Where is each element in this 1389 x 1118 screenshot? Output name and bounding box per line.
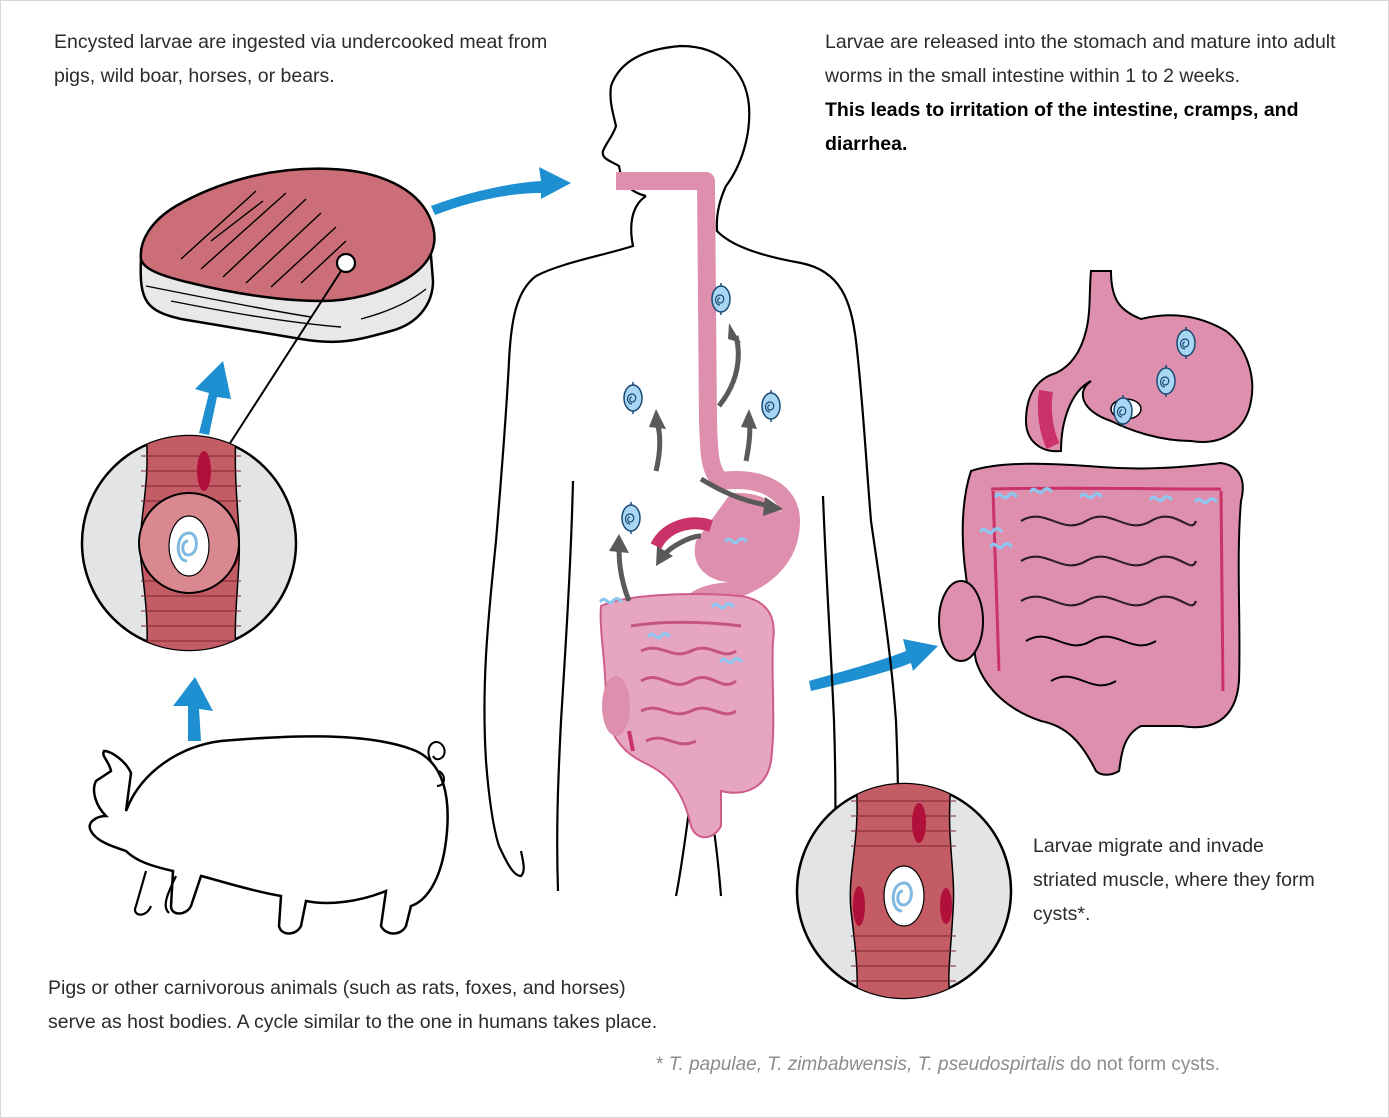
caption-host: Pigs or other carnivorous animals (such … [48,971,658,1039]
footnote-marker: * [656,1054,669,1075]
caption-release: Larvae are released into the stomach and… [825,25,1345,161]
enlarged-intestine [939,271,1252,775]
footnote-text: do not form cysts. [1065,1054,1220,1075]
caption-release-emphasis: This leads to irritation of the intestin… [825,93,1345,161]
undercooked-meat [141,169,435,342]
footnote-species: T. papulae, T. zimbabwensis, T. pseudosp… [669,1054,1065,1075]
footnote: * T. papulae, T. zimbabwensis, T. pseudo… [656,1052,1356,1078]
caption-release-text: Larvae are released into the stomach and… [825,31,1336,87]
muscle-cyst-magnifier-right [797,781,1011,1001]
caption-migration: Larvae migrate and invade striated muscl… [1033,829,1333,931]
caption-ingestion: Encysted larvae are ingested via underco… [54,25,554,93]
pig-host [90,736,448,933]
muscle-cyst-magnifier-left [82,431,296,661]
